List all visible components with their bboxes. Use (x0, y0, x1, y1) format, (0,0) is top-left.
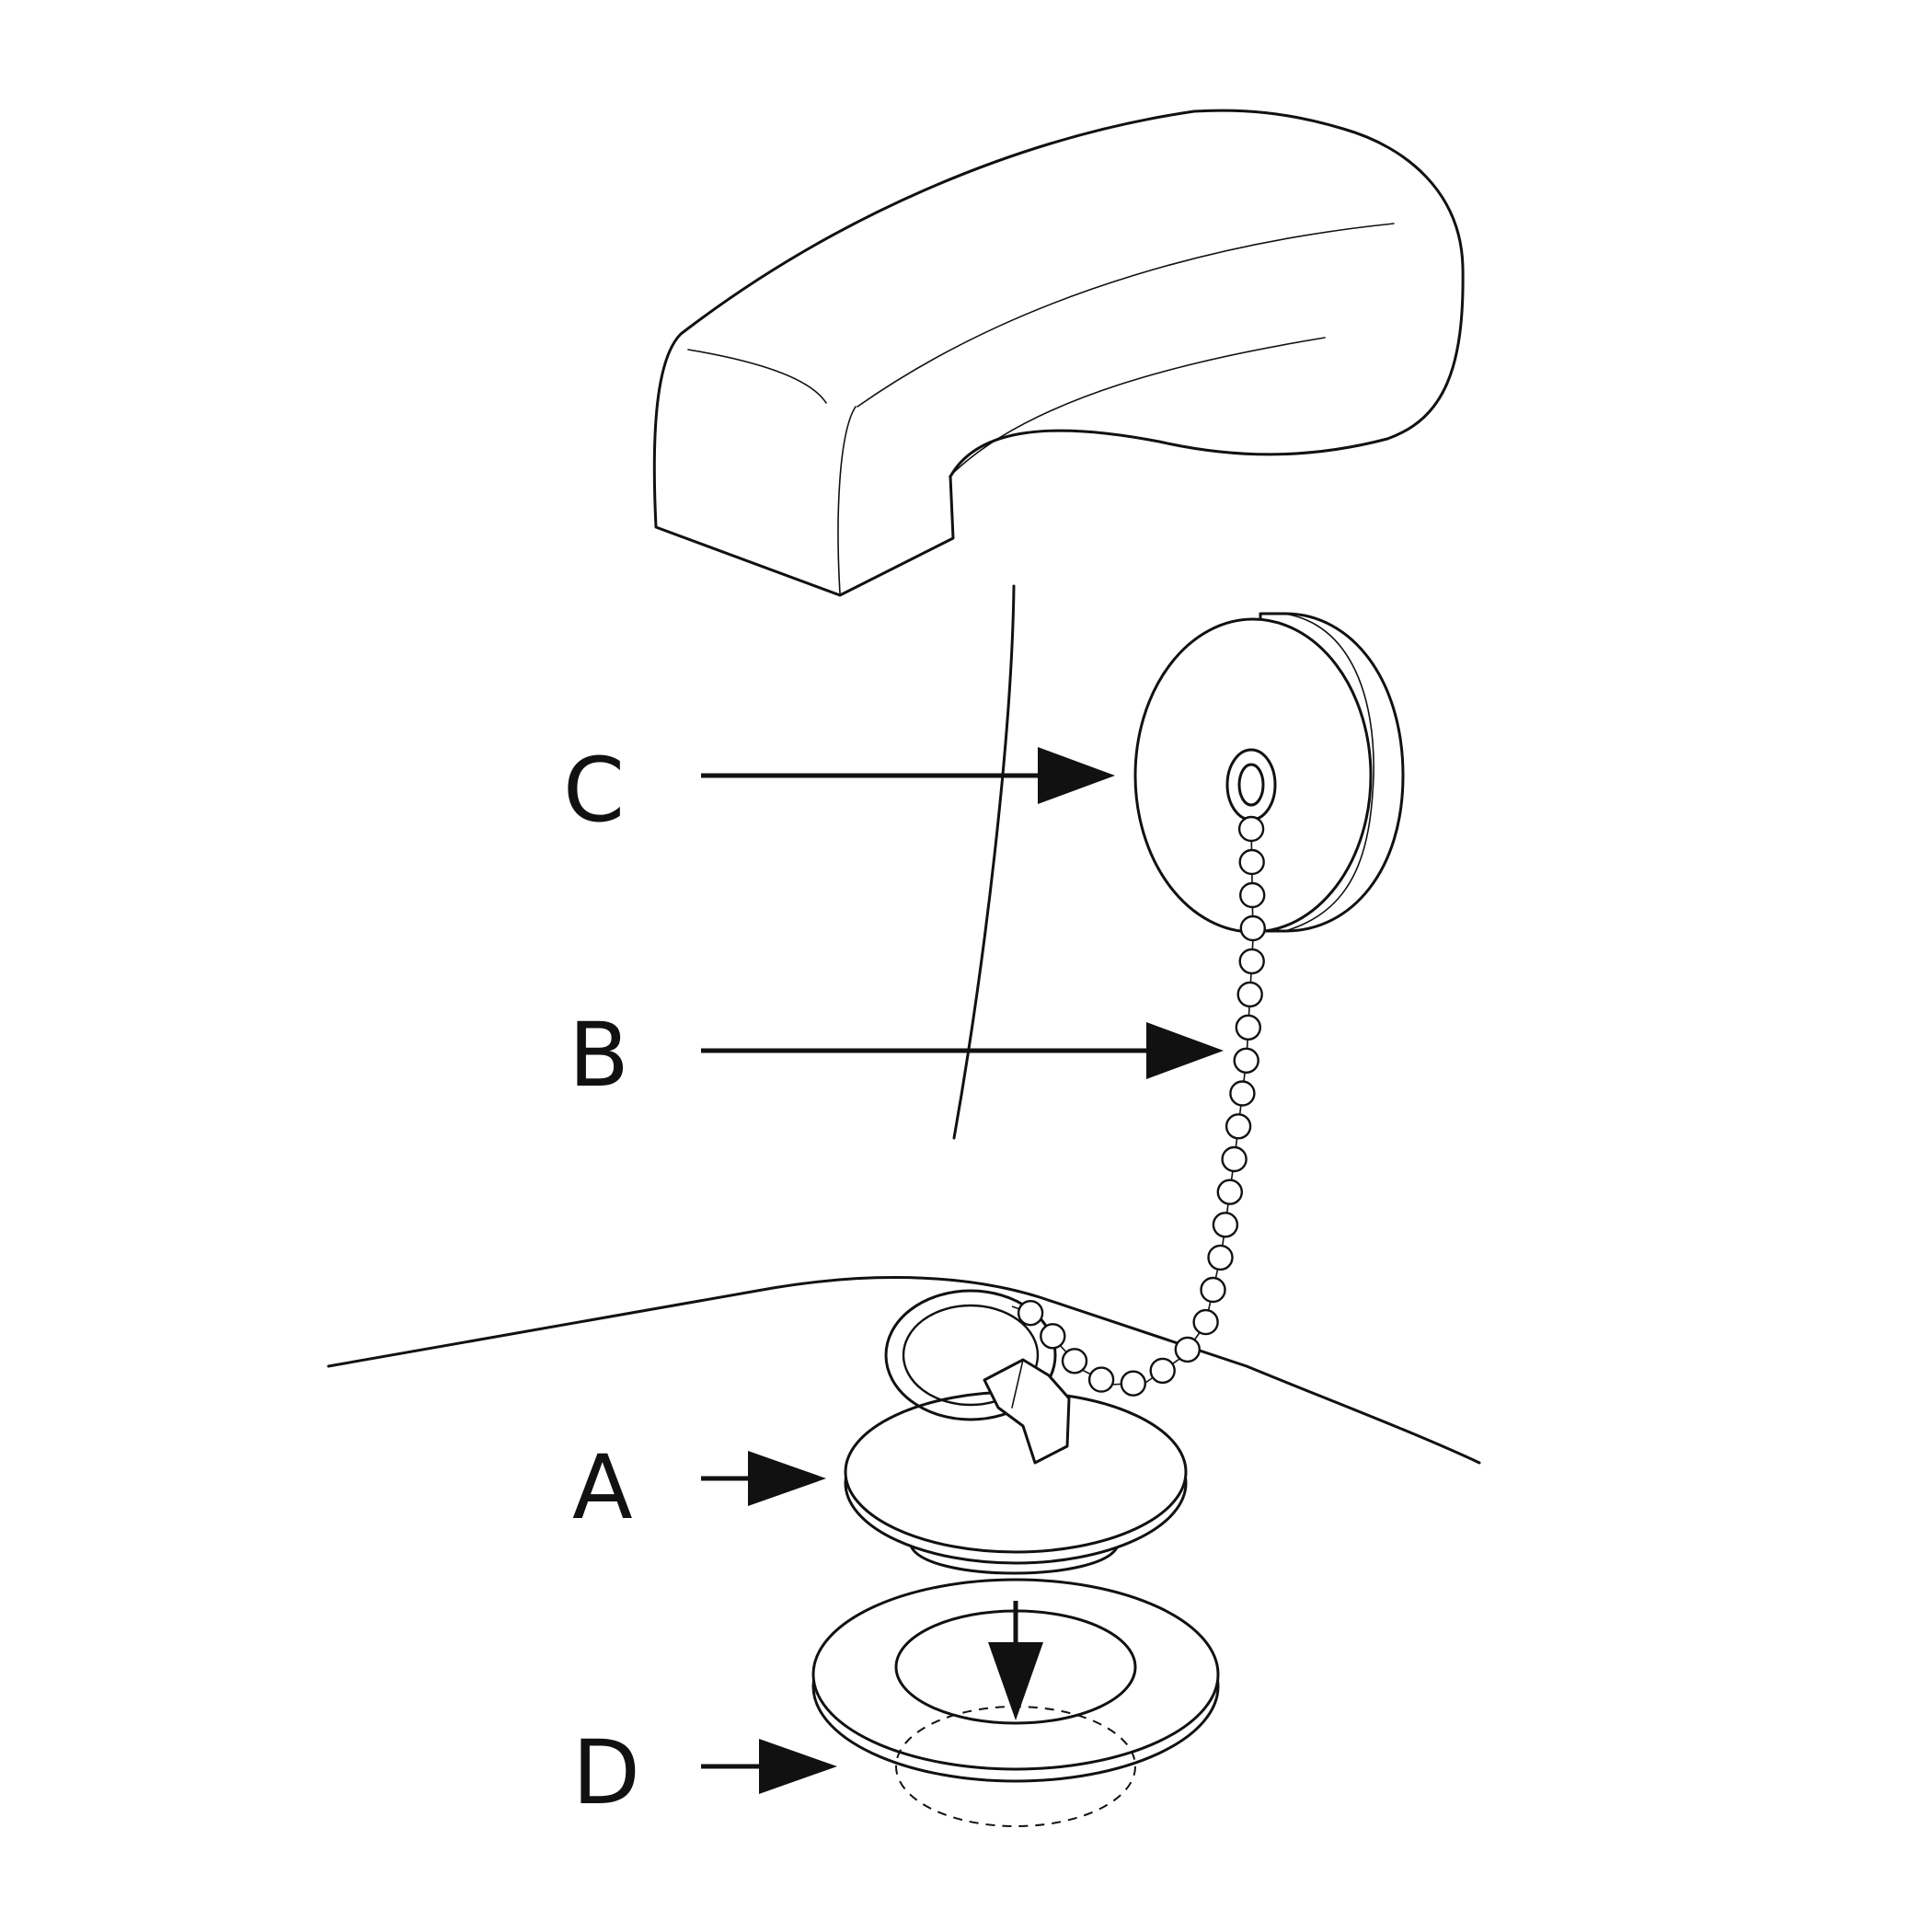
chain-bead (1174, 1336, 1202, 1363)
tub-back-edge (952, 584, 1016, 1140)
plug-stopper (844, 1289, 1188, 1575)
chain-bead (1239, 914, 1267, 942)
chain-bead (1192, 1308, 1219, 1336)
chain-bead (1149, 1357, 1176, 1385)
chain-bead (1237, 815, 1265, 843)
insert-arrow (988, 1601, 1043, 1720)
label-a: A (572, 1436, 633, 1539)
chain-bead (1017, 1299, 1044, 1327)
callout-arrow-a (701, 1451, 826, 1506)
chain-bead (1087, 1366, 1115, 1393)
label-d: D (572, 1721, 640, 1824)
chain-bead (1216, 1179, 1244, 1205)
label-b: B (569, 1004, 629, 1107)
chain-bead (1236, 981, 1263, 1008)
chain-bead (1235, 1014, 1262, 1041)
chain-bead (1212, 1212, 1239, 1238)
callout-arrow-d (701, 1739, 837, 1794)
chain-bead (1120, 1370, 1147, 1397)
chain-bead (1061, 1348, 1088, 1374)
label-c: C (563, 739, 625, 842)
chain-bead (1040, 1323, 1066, 1350)
tub-rim (327, 1276, 1481, 1465)
callout-arrow-b (701, 1022, 1224, 1079)
chain-bead (1229, 1080, 1256, 1107)
chain-bead (1221, 1145, 1248, 1173)
faucet-spout (652, 109, 1465, 597)
chain-bead (1238, 881, 1266, 909)
chain-bead (1200, 1276, 1226, 1304)
chain-bead (1233, 1047, 1259, 1075)
chain-bead (1225, 1113, 1252, 1140)
callout-arrow-c (701, 747, 1115, 804)
chain-bead (1238, 848, 1265, 876)
chain-bead (1238, 948, 1265, 975)
chain-bead (1207, 1244, 1234, 1271)
plug-disc (1133, 612, 1405, 934)
bead-chain (1011, 815, 1267, 1397)
